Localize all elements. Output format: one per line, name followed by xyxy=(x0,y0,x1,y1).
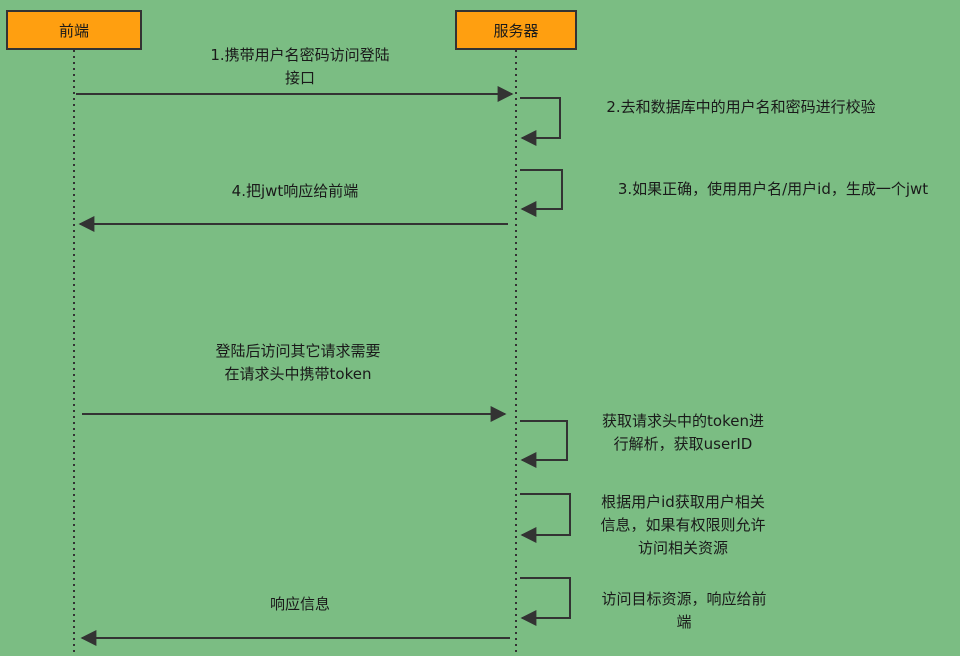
arrow-parse-token-self xyxy=(520,420,568,468)
actor-frontend: 前端 xyxy=(6,10,142,50)
arrow-check-permission-self xyxy=(520,493,571,543)
arrow-access-resource-self xyxy=(520,577,571,626)
message-5-label: 登陆后访问其它请求需要在请求头中携带token xyxy=(215,342,381,383)
actor-frontend-label: 前端 xyxy=(58,21,89,40)
message-9-label: 响应信息 xyxy=(269,595,330,613)
message-6-label: 获取请求头中的token进行解析，获取userID xyxy=(602,412,764,453)
message-1-label: 1.携带用户名密码访问登陆接口 xyxy=(210,46,390,87)
actor-server-label: 服务器 xyxy=(493,21,539,40)
message-7-label: 根据用户id获取用户相关信息，如果有权限则允许访问相关资源 xyxy=(600,493,766,557)
actor-server: 服务器 xyxy=(455,10,577,50)
message-3-label: 3.如果正确，使用用户名/用户id，生成一个jwt xyxy=(617,180,929,198)
arrow-validate-self xyxy=(520,97,561,146)
arrow-generate-jwt-self xyxy=(520,169,563,217)
message-2-label: 2.去和数据库中的用户名和密码进行校验 xyxy=(606,98,876,116)
message-8-label: 访问目标资源，响应给前端 xyxy=(601,590,767,631)
message-4-label: 4.把jwt响应给前端 xyxy=(231,182,359,200)
